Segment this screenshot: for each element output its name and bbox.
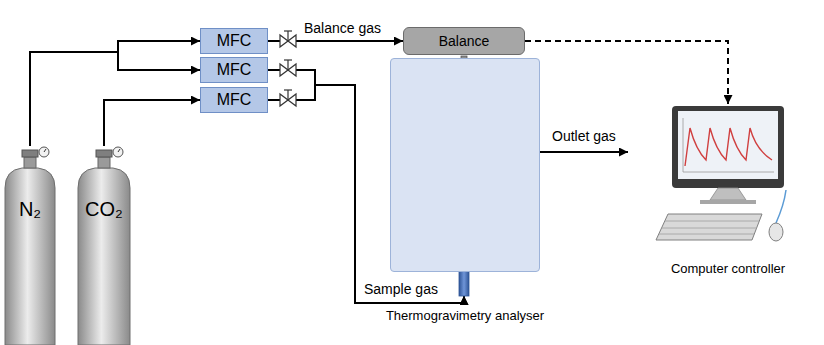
mass-flow-controller: MFC	[200, 87, 268, 113]
node-text: MFC	[217, 61, 252, 79]
flow-connector	[30, 52, 200, 146]
thermogravimetry-analyser: Thermogravimetry analyser	[390, 58, 540, 272]
valve-symbol	[280, 90, 296, 106]
flow-connector	[525, 41, 728, 104]
mass-flow-controller: MFC	[200, 57, 268, 83]
node-text: Computer controller	[671, 261, 785, 276]
balance-box: Balance	[403, 27, 525, 55]
node-text: CO₂	[85, 198, 123, 345]
flow-connector	[104, 100, 200, 146]
computer-controller: Computer controller	[658, 104, 798, 276]
computer-illustration	[656, 106, 786, 241]
valve-symbol	[280, 31, 296, 47]
mass-flow-controller: MFC	[200, 28, 268, 54]
node-text: Balance	[439, 33, 490, 49]
gas-cylinder: N₂	[5, 146, 55, 345]
flow-connector	[30, 41, 200, 146]
outlet-arrow	[540, 151, 628, 153]
edge-label: Balance gas	[302, 20, 383, 36]
node-text: Thermogravimetry analyser	[380, 309, 550, 323]
valve-symbol	[280, 60, 296, 76]
node-text: MFC	[217, 91, 252, 109]
flow-label: Outlet gas	[552, 128, 616, 144]
gas-cylinder: CO₂	[78, 146, 130, 345]
node-text: N₂	[19, 198, 41, 345]
node-text: MFC	[217, 32, 252, 50]
gas-cylinder	[5, 147, 55, 345]
edge-label: Sample gas	[362, 281, 440, 297]
gas-cylinder	[78, 147, 130, 345]
